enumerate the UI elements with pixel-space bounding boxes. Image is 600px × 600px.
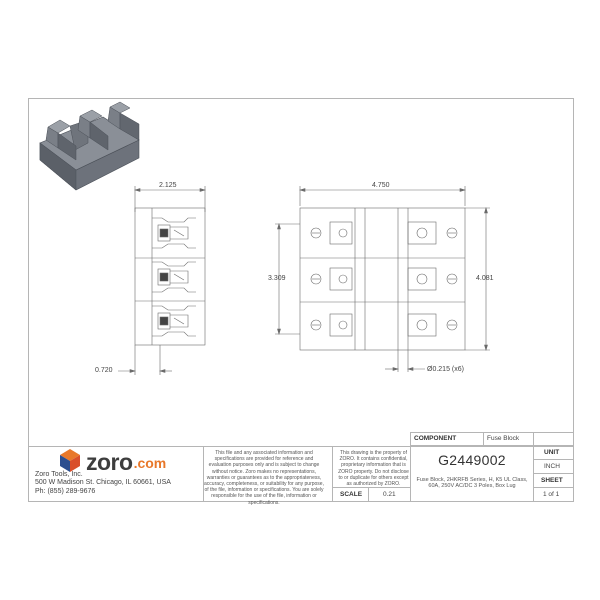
drawing-sheet-border bbox=[28, 98, 574, 502]
product-isometric-icon bbox=[39, 101, 140, 191]
part-number: G2449002 bbox=[438, 452, 506, 468]
component-label: COMPONENT bbox=[414, 435, 457, 442]
titleblock-divider bbox=[410, 432, 411, 502]
dim-front-height: 4.081 bbox=[476, 275, 494, 282]
titleblock-top-rule bbox=[410, 432, 574, 433]
logo-main-text: zoro bbox=[86, 449, 133, 475]
company-name: Zoro Tools, Inc. bbox=[35, 471, 83, 478]
titleblock-rule bbox=[533, 473, 574, 474]
titleblock-divider bbox=[203, 446, 204, 502]
titleblock-rule bbox=[533, 487, 574, 488]
dim-side-depth: 0.720 bbox=[95, 367, 113, 374]
zoro-logo: zoro .com bbox=[86, 449, 166, 476]
dim-front-inner-height: 3.309 bbox=[268, 275, 286, 282]
dim-front-width: 4.750 bbox=[372, 182, 390, 189]
part-description: Fuse Block, 2HKRFB Series, H, K5 UL Clas… bbox=[416, 477, 528, 490]
titleblock-rule bbox=[533, 459, 574, 460]
property-notice: This drawing is the property of ZORO. It… bbox=[338, 450, 409, 488]
titleblock-top-rule bbox=[28, 446, 574, 447]
dim-hole-callout: Ø0.215 (x6) bbox=[427, 366, 464, 373]
titleblock-rule bbox=[332, 487, 410, 488]
sheet-label: SHEET bbox=[541, 477, 563, 484]
scale-value: 0.21 bbox=[383, 491, 396, 498]
unit-value: INCH bbox=[544, 463, 560, 470]
side-view bbox=[118, 186, 207, 375]
front-view bbox=[275, 186, 490, 372]
company-street: 500 W Madison St. Chicago, IL 60661, USA bbox=[35, 479, 171, 487]
titleblock-rule bbox=[410, 445, 574, 446]
titleblock-divider bbox=[483, 432, 484, 445]
titleblock-divider bbox=[533, 432, 534, 502]
scale-label: SCALE bbox=[340, 491, 363, 498]
company-phone: Ph: (855) 289-9676 bbox=[35, 487, 96, 495]
sheet-value: 1 of 1 bbox=[543, 491, 560, 498]
unit-label: UNIT bbox=[544, 449, 560, 456]
disclaimer-text: This file and any associated information… bbox=[204, 450, 324, 506]
titleblock-divider bbox=[368, 487, 369, 502]
component-value: Fuse Block bbox=[487, 435, 520, 442]
logo-suffix-text: .com bbox=[133, 454, 167, 471]
zoro-cube-icon bbox=[60, 449, 80, 472]
titleblock-divider bbox=[332, 446, 333, 502]
dim-side-width: 2.125 bbox=[159, 182, 177, 189]
company-address: Zoro Tools, Inc. 500 W Madison St. Chica… bbox=[35, 471, 171, 496]
